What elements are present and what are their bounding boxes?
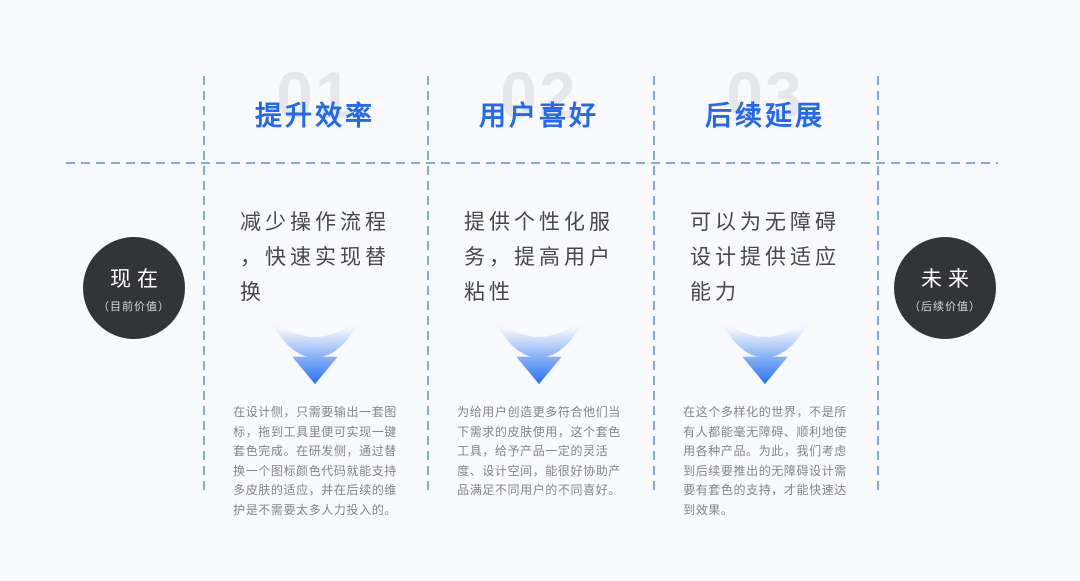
present-value-circle: 现在 （目前价值） xyxy=(83,237,185,339)
column-body-text: 提供个性化服 务，提高用户 粘性 xyxy=(464,211,614,304)
down-arrow-icon xyxy=(427,320,651,391)
column-detail: 为给用户创造更多符合他们当 下需求的皮肤使用，这个套色 工具，给予产品一定的灵活… xyxy=(427,403,651,501)
column-heading: 后续延展 xyxy=(705,101,825,131)
down-arrow-icon xyxy=(653,320,877,391)
column-body: 可以为无障碍 设计提供适应 能力 xyxy=(653,205,877,310)
column-heading: 提升效率 xyxy=(255,101,375,131)
vertical-divider-4 xyxy=(877,76,879,495)
column-future-extension: 03 后续延展 可以为无障碍 设计提供适应 能力 在这个多样化的世界，不是所 有… xyxy=(653,0,877,581)
ghost-number: 01 xyxy=(276,58,354,132)
column-detail-text: 为给用户创造更多符合他们当 下需求的皮肤使用，这个套色 工具，给予产品一定的灵活… xyxy=(457,405,621,497)
present-value-title: 现在 xyxy=(110,267,164,291)
ghost-number: 02 xyxy=(500,58,578,132)
down-arrow-icon xyxy=(203,320,427,391)
vertical-divider-2 xyxy=(427,76,429,495)
vertical-divider-1 xyxy=(203,76,205,495)
column-detail: 在这个多样化的世界，不是所 有人都能毫无障碍、顺利地使 用各种产品。为此，我们考… xyxy=(653,403,877,520)
future-value-subtitle: （后续价值） xyxy=(909,300,981,313)
column-body: 提供个性化服 务，提高用户 粘性 xyxy=(427,205,651,310)
column-detail: 在设计侧，只需要输出一套图 标，拖到工具里便可实现一键 套色完成。在研发侧，通过… xyxy=(203,403,427,520)
column-body: 减少操作流程 ，快速实现替 换 xyxy=(203,205,427,310)
ghost-number: 03 xyxy=(726,58,804,132)
column-body-text: 减少操作流程 ，快速实现替 换 xyxy=(240,211,390,304)
vertical-divider-3 xyxy=(653,76,655,495)
column-efficiency: 01 提升效率 减少操作流程 ，快速实现替 换 在设计侧，只需要输出一套图 标，… xyxy=(203,0,427,581)
column-detail-text: 在设计侧，只需要输出一套图 标，拖到工具里便可实现一键 套色完成。在研发侧，通过… xyxy=(233,405,397,517)
future-value-circle: 未来 （后续价值） xyxy=(894,237,996,339)
column-heading: 用户喜好 xyxy=(479,101,599,131)
present-value-subtitle: （目前价值） xyxy=(98,300,170,313)
column-body-text: 可以为无障碍 设计提供适应 能力 xyxy=(690,211,840,304)
horizontal-divider xyxy=(66,162,998,164)
future-value-title: 未来 xyxy=(921,267,975,291)
column-detail-text: 在这个多样化的世界，不是所 有人都能毫无障碍、顺利地使 用各种产品。为此，我们考… xyxy=(683,405,847,517)
column-user-preference: 02 用户喜好 提供个性化服 务，提高用户 粘性 为给用户创造更多符合他们当 下… xyxy=(427,0,651,581)
